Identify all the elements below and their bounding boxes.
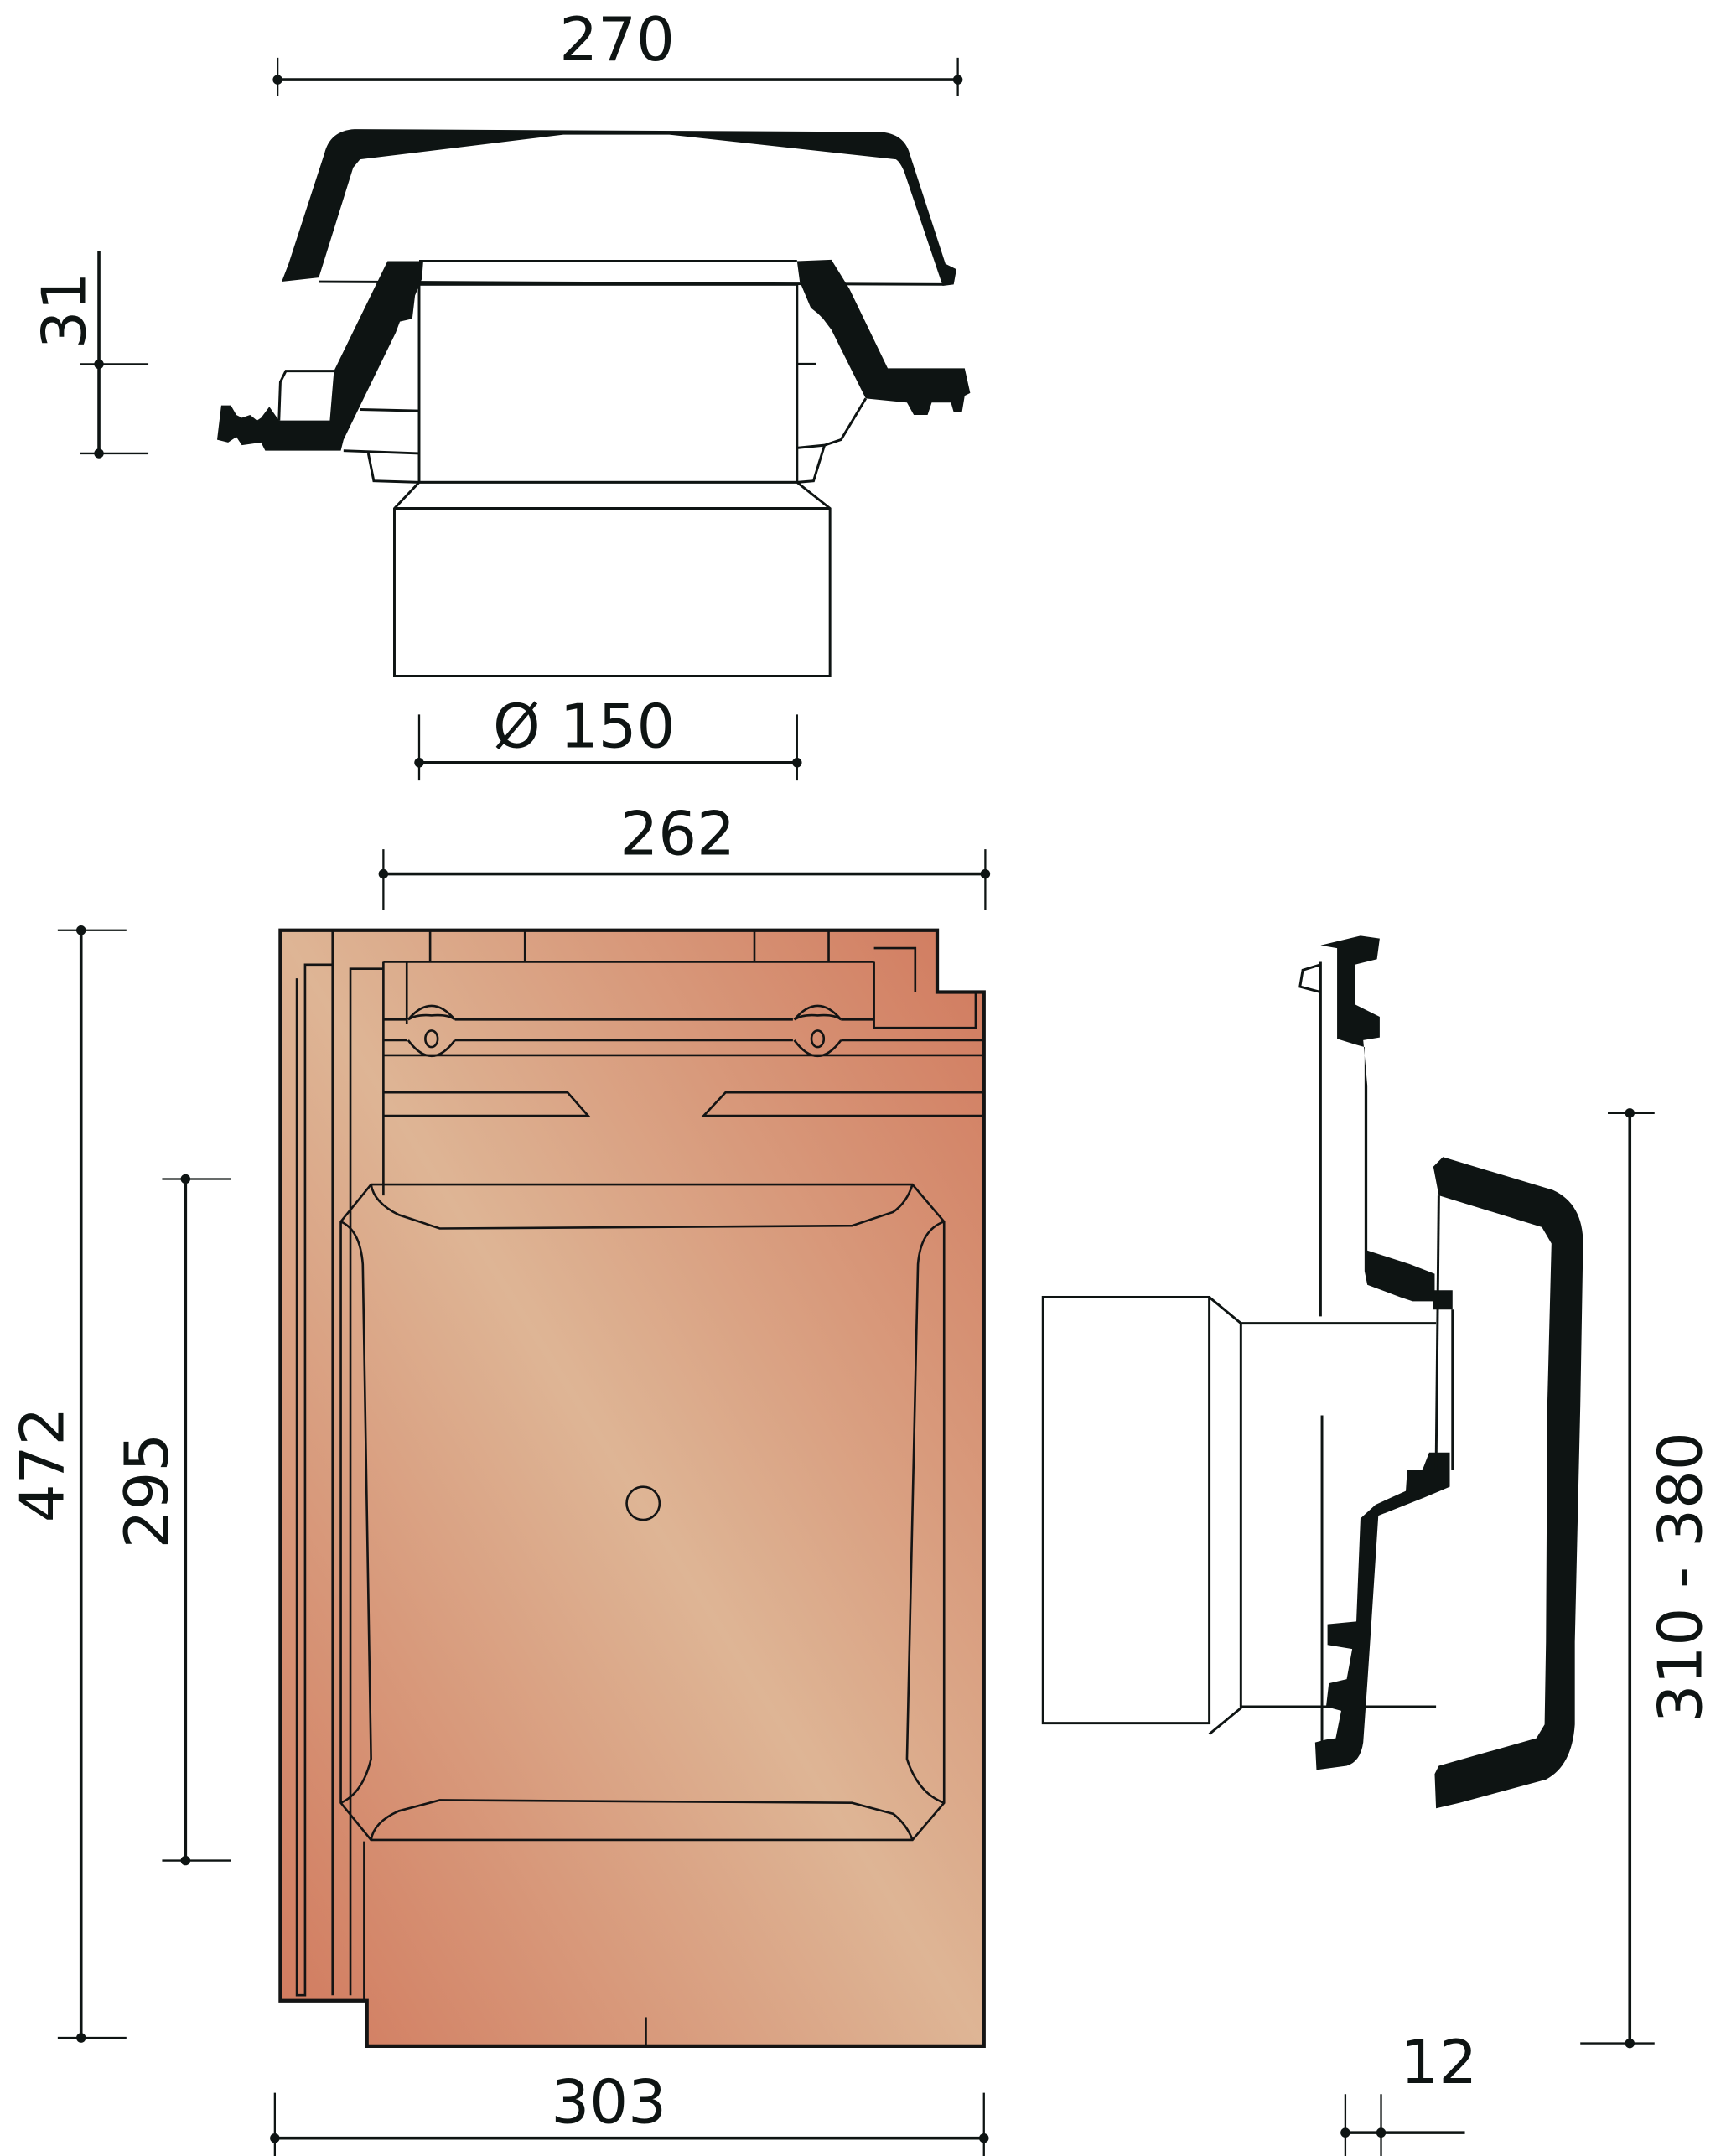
dimension-303: 303 bbox=[270, 2068, 989, 2156]
tile-profile-upper bbox=[1320, 935, 1453, 1310]
dimension-472: 472 bbox=[8, 925, 127, 2043]
tile-plan-view: 262 bbox=[8, 800, 991, 2156]
dim-label-31: 31 bbox=[30, 272, 101, 350]
side-section-view: 310 - 380 12 bbox=[1041, 935, 1716, 2156]
dim-label-12: 12 bbox=[1400, 2028, 1477, 2098]
vent-opening-outline bbox=[339, 1183, 946, 1842]
nail-hole-right bbox=[793, 1004, 842, 1058]
dimension-31: 31 bbox=[30, 251, 149, 459]
pipe-side bbox=[1041, 1295, 1437, 1735]
tile-body bbox=[280, 930, 984, 2046]
dimension-295: 295 bbox=[112, 1174, 231, 1866]
dim-label-diameter-150: Ø 150 bbox=[493, 692, 675, 763]
dim-label-310-380: 310 - 380 bbox=[1646, 1432, 1716, 1723]
vent-cap-side-shape bbox=[1433, 1157, 1583, 1809]
vent-cap-shape bbox=[282, 129, 956, 286]
dimension-12: 12 bbox=[1340, 2028, 1477, 2156]
dim-label-270: 270 bbox=[559, 5, 675, 75]
dim-label-472: 472 bbox=[8, 1407, 78, 1523]
dim-label-295: 295 bbox=[112, 1433, 183, 1549]
dimension-150: Ø 150 bbox=[414, 692, 802, 781]
inner-pipe-body bbox=[417, 282, 799, 484]
dim-label-303: 303 bbox=[551, 2068, 666, 2138]
tile-profile-lower bbox=[1314, 1452, 1450, 1770]
dimension-262: 262 bbox=[378, 800, 991, 910]
nail-hole-left bbox=[407, 1004, 456, 1058]
flange-right-shape bbox=[796, 259, 971, 416]
flange-left-shape bbox=[217, 261, 423, 451]
pipe-connector bbox=[393, 480, 832, 677]
dimension-310-380: 310 - 380 bbox=[1580, 1108, 1716, 2049]
dim-label-262: 262 bbox=[619, 800, 735, 870]
dimension-270: 270 bbox=[272, 5, 963, 96]
center-hole bbox=[625, 1485, 661, 1521]
top-section-view: 270 31 bbox=[30, 5, 971, 781]
